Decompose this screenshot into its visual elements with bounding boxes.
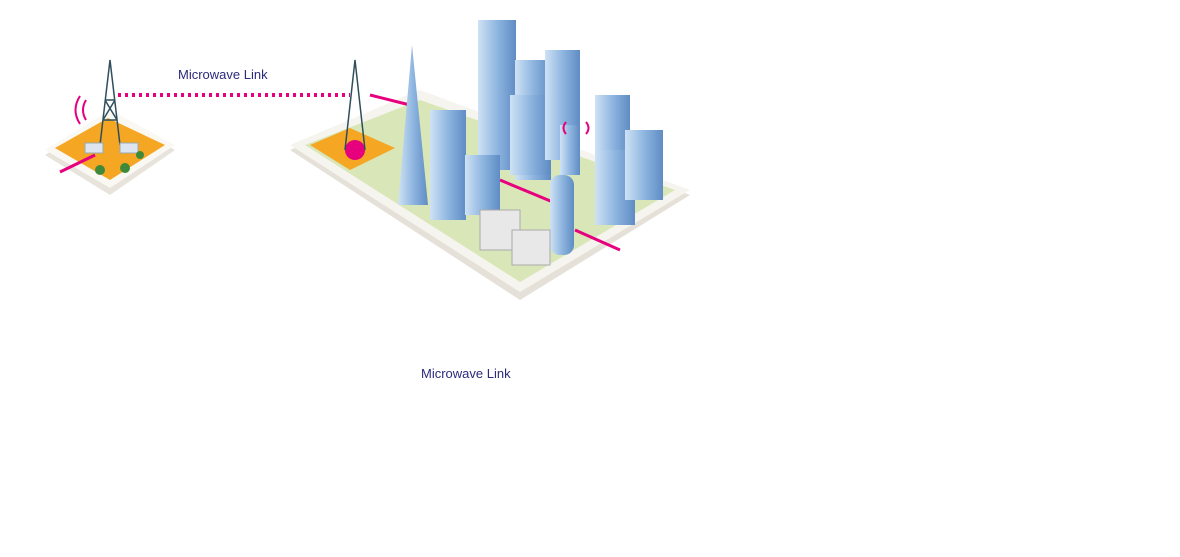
rural-site-top [45, 59, 175, 195]
microwave-link-top-label: Microwave Link [178, 67, 268, 82]
city-icon [290, 20, 690, 300]
cell-tower-icon [99, 59, 121, 146]
microwave-link-bottom-label: Microwave Link [421, 366, 511, 381]
